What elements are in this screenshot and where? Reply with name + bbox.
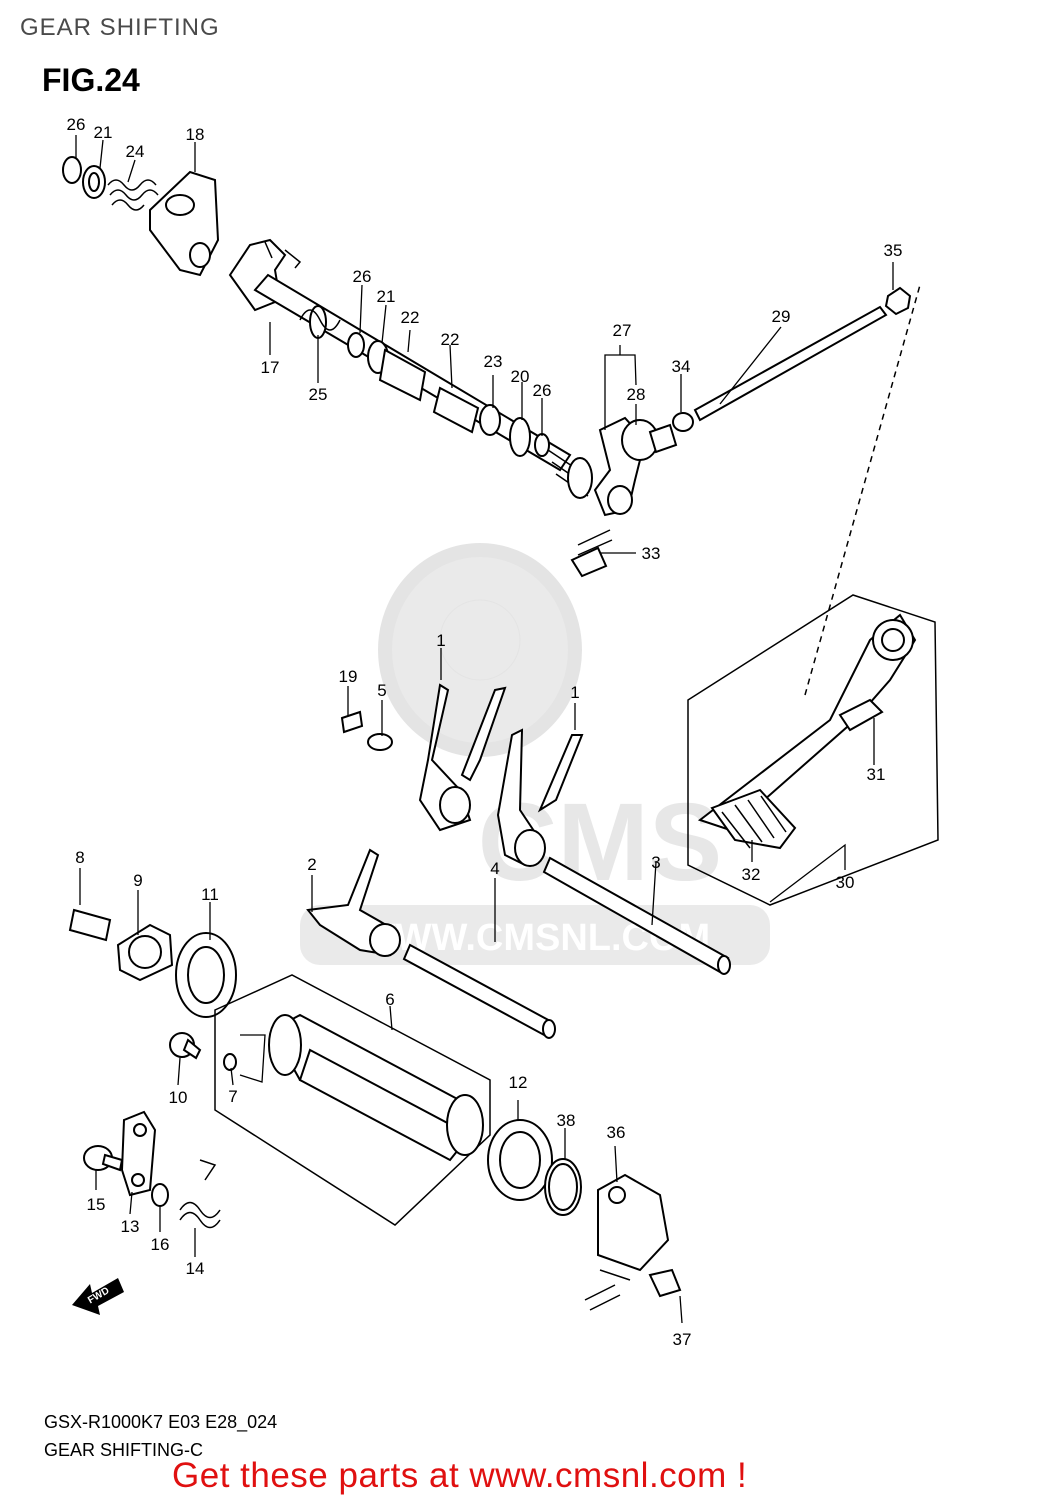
callout-21: 21 xyxy=(94,123,113,142)
callout-35: 35 xyxy=(884,241,903,260)
callout-28: 28 xyxy=(627,385,646,404)
callout-5: 5 xyxy=(377,681,386,700)
callout-22: 22 xyxy=(441,330,460,349)
callout-38: 38 xyxy=(557,1111,576,1130)
callout-25: 25 xyxy=(309,385,328,404)
callout-20: 20 xyxy=(511,367,530,386)
callout-10: 10 xyxy=(169,1088,188,1107)
part-group-shift-shaft xyxy=(62,156,593,499)
callout-23: 23 xyxy=(484,352,503,371)
page-header-title: GEAR SHIFTING xyxy=(20,14,220,41)
callout-1: 1 xyxy=(436,631,445,650)
footer-subtitle: GEAR SHIFTING-C xyxy=(44,1440,204,1460)
callout-12: 12 xyxy=(509,1073,528,1092)
callout-2: 2 xyxy=(307,855,316,874)
callout-6: 6 xyxy=(385,990,394,1009)
callout-19: 19 xyxy=(339,667,358,686)
callout-16: 16 xyxy=(151,1235,170,1254)
callout-36: 36 xyxy=(607,1123,626,1142)
callout-26: 26 xyxy=(353,267,372,286)
callout-13: 13 xyxy=(121,1217,140,1236)
callout-21: 21 xyxy=(377,287,396,306)
callout-14: 14 xyxy=(186,1259,205,1278)
callout-labels: 26 21 24 18 26 21 22 22 23 20 26 17 25 3… xyxy=(67,115,903,1349)
fwd-arrow-icon: FWD xyxy=(72,1278,124,1315)
cmsnl-watermark: CMS WWW.CMSNL.COM xyxy=(300,543,770,965)
callout-31: 31 xyxy=(867,765,886,784)
callout-37: 37 xyxy=(673,1330,692,1349)
callout-34: 34 xyxy=(672,357,691,376)
leader-lines xyxy=(75,135,894,1324)
callout-33: 33 xyxy=(642,544,661,563)
part-group-stopper xyxy=(83,1110,221,1229)
callout-26: 26 xyxy=(533,381,552,400)
callout-8: 8 xyxy=(75,848,84,867)
part-group-shift-lever xyxy=(687,284,939,906)
part-group-forks xyxy=(306,683,584,957)
figure-label: FIG.24 xyxy=(42,62,140,98)
part-group-shift-drum xyxy=(214,974,491,1226)
callout-9: 9 xyxy=(133,871,142,890)
footer-model-code: GSX-R1000K7 E03 E28_024 xyxy=(44,1412,278,1432)
promo-link[interactable]: Get these parts at www.cmsnl.com ! xyxy=(172,1456,748,1495)
callout-29: 29 xyxy=(772,307,791,326)
callout-30: 30 xyxy=(836,873,855,892)
callout-27: 27 xyxy=(613,321,632,340)
callout-15: 15 xyxy=(87,1195,106,1214)
callout-4: 4 xyxy=(490,859,499,878)
part-group-sensor xyxy=(487,1119,682,1311)
callout-3: 3 xyxy=(651,853,660,872)
callout-18: 18 xyxy=(186,125,205,144)
callout-22: 22 xyxy=(401,308,420,327)
callout-17: 17 xyxy=(261,358,280,377)
part-group-rods xyxy=(402,856,731,1039)
callout-26: 26 xyxy=(67,115,86,134)
callout-24: 24 xyxy=(126,142,145,161)
callout-1: 1 xyxy=(570,683,579,702)
callout-11: 11 xyxy=(201,885,219,904)
part-group-drum-bearing xyxy=(68,908,237,1060)
callout-7: 7 xyxy=(228,1087,237,1106)
part-group-linkage xyxy=(570,286,912,578)
callout-32: 32 xyxy=(742,865,761,884)
